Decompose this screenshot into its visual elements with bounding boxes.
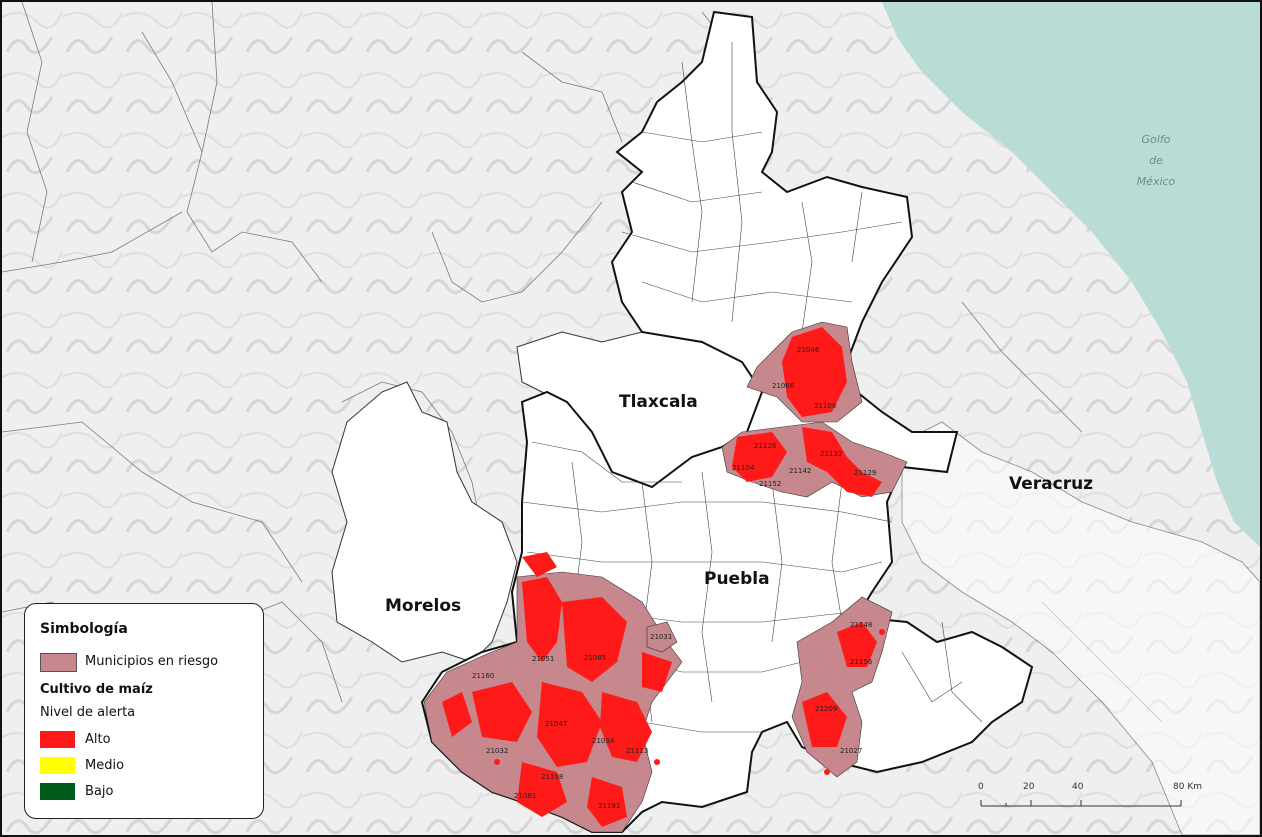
legend: Simbología Municipios en riesgo Cultivo … bbox=[24, 603, 264, 819]
gulf-of-mexico bbox=[882, 2, 1260, 547]
label-veracruz: Veracruz bbox=[1009, 474, 1094, 494]
municipality-code: 21032 bbox=[486, 747, 509, 755]
municipality-code: 21191 bbox=[598, 802, 621, 810]
sea-label-line: de bbox=[1149, 154, 1163, 167]
municipality-code: 21113 bbox=[626, 747, 649, 755]
municipality-code: 21156 bbox=[850, 658, 873, 666]
municipality-code: 21126 bbox=[754, 442, 777, 450]
legend-medium-label: Medio bbox=[85, 758, 125, 773]
label-puebla: Puebla bbox=[704, 569, 770, 589]
municipality-code: 21046 bbox=[797, 346, 820, 354]
municipality-code: 21104 bbox=[732, 464, 755, 472]
alert-high-speckles bbox=[494, 438, 885, 775]
municipality-code: 21081 bbox=[514, 792, 537, 800]
municipality-code: 21051 bbox=[532, 655, 555, 663]
legend-low-swatch bbox=[40, 783, 75, 800]
label-morelos: Morelos bbox=[385, 596, 462, 616]
municipality-code: 21142 bbox=[789, 467, 812, 475]
scale-tick-20: 20 bbox=[1023, 782, 1035, 792]
municipality-code: 21047 bbox=[545, 720, 568, 728]
municipality-code: 21085 bbox=[584, 654, 607, 662]
scale-bar-graphic bbox=[980, 800, 1182, 807]
legend-crop-title: Cultivo de maíz bbox=[40, 682, 153, 697]
municipality-code: 21132 bbox=[820, 450, 843, 458]
legend-medium-swatch bbox=[40, 757, 75, 774]
legend-alert-title: Nivel de alerta bbox=[40, 705, 136, 720]
municipality-code: 21031 bbox=[650, 633, 673, 641]
legend-high-swatch bbox=[40, 731, 75, 748]
legend-title: Simbología bbox=[40, 621, 128, 637]
legend-risk-label: Municipios en riesgo bbox=[85, 654, 219, 669]
sea-label-line: Golfo bbox=[1141, 133, 1171, 146]
scale-tick-80: 80 Km bbox=[1173, 782, 1202, 792]
scale-bar: 0 20 40 80 Km bbox=[978, 782, 1208, 812]
municipality-code: 21198 bbox=[541, 773, 564, 781]
scale-tick-0: 0 bbox=[978, 782, 984, 792]
municipality-code: 21034 bbox=[592, 737, 615, 745]
alert-high-patches bbox=[442, 327, 882, 827]
sea-label-line: México bbox=[1136, 175, 1176, 188]
municipality-code: 21108 bbox=[814, 402, 837, 410]
label-tlaxcala: Tlaxcala bbox=[619, 392, 698, 412]
municipality-code: 21148 bbox=[850, 621, 873, 629]
legend-high-label: Alto bbox=[85, 732, 111, 747]
risk-area-small bbox=[646, 621, 678, 653]
label-gulf-of-mexico: Golfo de México bbox=[1116, 129, 1196, 192]
municipality-code: 21152 bbox=[759, 480, 782, 488]
morelos-state bbox=[331, 381, 518, 663]
municipality-code: 21066 bbox=[772, 382, 795, 390]
municipality-code: 21129 bbox=[854, 469, 877, 477]
municipality-code: 21027 bbox=[840, 747, 863, 755]
legend-risk-swatch bbox=[40, 653, 77, 672]
scale-tick-40: 40 bbox=[1072, 782, 1084, 792]
municipality-code: 21160 bbox=[472, 672, 495, 680]
municipal-boundaries bbox=[521, 42, 983, 733]
municipality-code: 21209 bbox=[815, 705, 838, 713]
legend-low-label: Bajo bbox=[85, 784, 114, 799]
veracruz-state bbox=[901, 421, 1260, 835]
